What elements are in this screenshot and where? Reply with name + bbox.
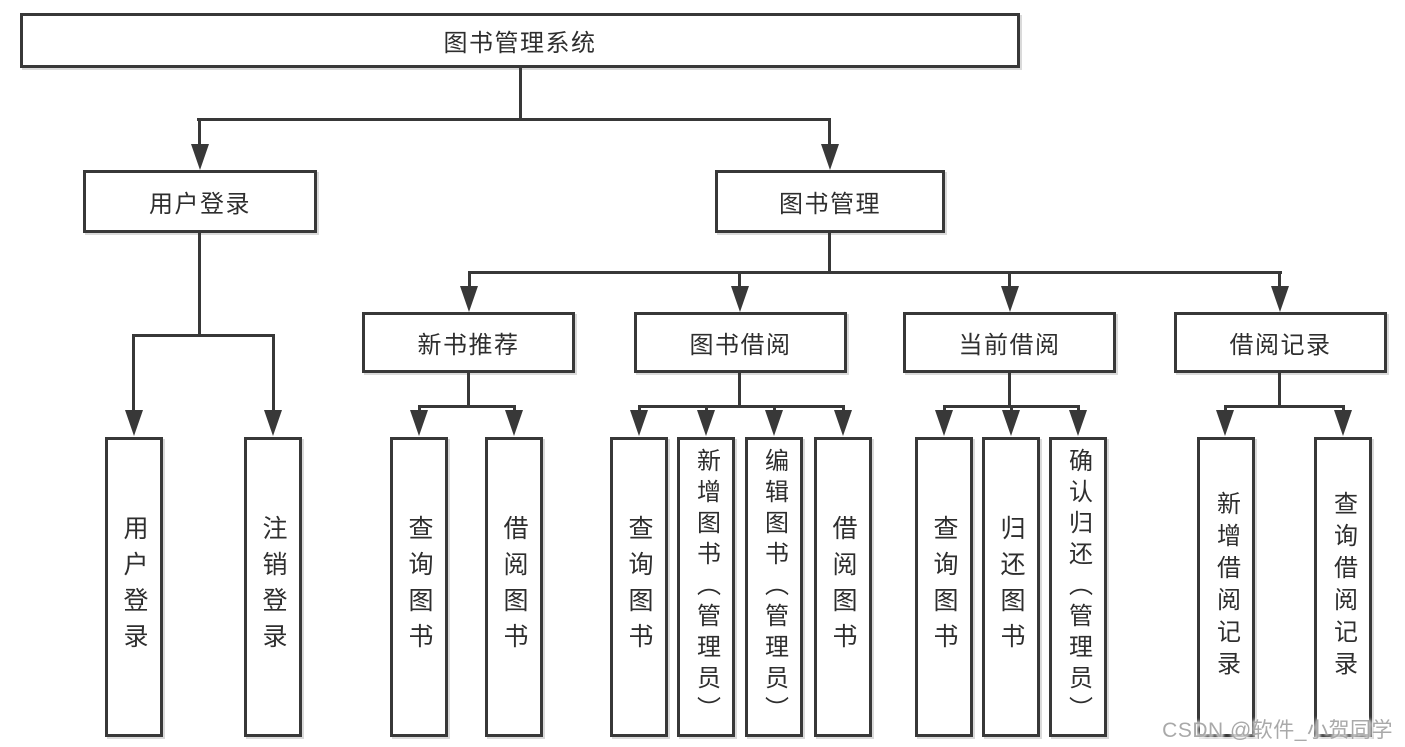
drop-to-book-borrowing (738, 274, 741, 287)
leaf-logout: 注销登录 (244, 437, 302, 737)
drop-to-current-borrowing (1008, 274, 1011, 287)
leaf-label: 归还图书 (997, 515, 1025, 659)
node-current-borrowing: 当前借阅 (903, 312, 1116, 373)
leaf-label: 借阅图书 (500, 515, 528, 659)
node-new-book-recommendation: 新书推荐 (362, 312, 575, 373)
arrow-to-user-login (191, 144, 209, 170)
drop-to-borrowing-records (1278, 274, 1281, 287)
connector-stub (638, 406, 641, 412)
connector-stub (943, 406, 946, 412)
drop-to-new-book (468, 274, 471, 287)
node-label: 图书管理 (779, 191, 881, 218)
leaf-label: 查询图书 (625, 515, 653, 659)
connector-stub (418, 406, 421, 412)
arrow-to-leaf (935, 410, 953, 436)
book-borrowing-rail-line (638, 405, 845, 408)
node-label: 新书推荐 (417, 332, 520, 359)
borrowing-records-rail-line (1224, 405, 1345, 408)
connector-stub (1077, 406, 1080, 412)
level2-rail-line (468, 271, 1282, 274)
node-user-login: 用户登录 (83, 170, 317, 233)
arrow-to-leaf (1069, 410, 1087, 436)
leaf-query-books-current: 查询图书 (915, 437, 973, 737)
drop-to-user-login (198, 121, 201, 145)
arrow-to-leaf (410, 410, 428, 436)
leaf-add-borrow-record: 新增借阅记录 (1197, 437, 1255, 737)
user-login-rail-line (132, 334, 275, 337)
connector-stub (1224, 406, 1227, 412)
new-book-rail-line (418, 405, 516, 408)
node-label: 图书借阅 (689, 332, 792, 359)
book-management-stem-line (828, 233, 831, 273)
connector-stub (773, 406, 776, 412)
leaf-label: 查询图书 (405, 515, 433, 659)
node-borrowing-records: 借阅记录 (1174, 312, 1387, 373)
leaf-query-borrow-record: 查询借阅记录 (1314, 437, 1372, 737)
leaf-confirm-return-admin: 确认归还（管理员） (1049, 437, 1107, 737)
root-stem-line (519, 68, 522, 121)
arrow-to-borrowing-records (1271, 286, 1289, 312)
leaf-edit-books-admin: 编辑图书（管理员） (745, 437, 803, 737)
node-book-borrowing: 图书借阅 (634, 312, 847, 373)
connector-stub (842, 406, 845, 412)
node-label: 当前借阅 (958, 332, 1061, 359)
arrow-to-leaf (630, 410, 648, 436)
connector-stub (513, 406, 516, 412)
arrow-to-leaf-logout (264, 410, 282, 436)
node-label: 用户登录 (149, 191, 251, 218)
arrow-to-book-borrowing (731, 286, 749, 312)
user-login-stem-line (198, 233, 201, 336)
leaf-label: 编辑图书（管理员） (760, 447, 788, 727)
arrow-to-leaf (765, 410, 783, 436)
leaf-borrow-books: 借阅图书 (814, 437, 872, 737)
leaf-label: 新增图书（管理员） (692, 447, 720, 727)
new-book-stem-line (467, 373, 470, 407)
arrow-to-leaf (834, 410, 852, 436)
borrowing-records-stem-line (1278, 373, 1281, 407)
leaf-label: 注销登录 (259, 515, 287, 659)
arrow-to-leaf (1002, 410, 1020, 436)
drop-to-leaf-user-login (132, 337, 135, 412)
leaf-user-login: 用户登录 (105, 437, 163, 737)
arrow-to-leaf (505, 410, 523, 436)
leaf-label: 查询图书 (930, 515, 958, 659)
leaf-return-books: 归还图书 (982, 437, 1040, 737)
leaf-label: 用户登录 (120, 515, 148, 659)
leaf-label: 借阅图书 (829, 515, 857, 659)
node-label: 图书管理系统 (443, 30, 597, 57)
node-library-management-system: 图书管理系统 (20, 13, 1020, 68)
leaf-add-books-admin: 新增图书（管理员） (677, 437, 735, 737)
arrow-to-leaf (1216, 410, 1234, 436)
level1-rail-line (197, 118, 831, 121)
arrow-to-leaf (697, 410, 715, 436)
current-borrowing-stem-line (1008, 373, 1011, 407)
watermark-csdn: CSDN @软件_小贺同学 (1162, 719, 1393, 742)
drop-to-book-management (828, 121, 831, 145)
arrow-to-new-book (460, 286, 478, 312)
arrow-to-leaf (1334, 410, 1352, 436)
leaf-query-books-recommend: 查询图书 (390, 437, 448, 737)
leaf-label: 查询借阅记录 (1329, 491, 1357, 683)
node-book-management: 图书管理 (715, 170, 945, 233)
drop-to-leaf-logout (272, 337, 275, 412)
connector-stub (705, 406, 708, 412)
leaf-query-books-borrow: 查询图书 (610, 437, 668, 737)
connector-stub (1010, 406, 1013, 412)
arrow-to-leaf-user-login (125, 410, 143, 436)
connector-stub (1342, 406, 1345, 412)
node-label: 借阅记录 (1229, 332, 1332, 359)
leaf-label: 新增借阅记录 (1212, 491, 1240, 683)
book-borrowing-stem-line (738, 373, 741, 407)
arrow-to-book-management (821, 144, 839, 170)
arrow-to-current-borrowing (1001, 286, 1019, 312)
leaf-borrow-books-recommend: 借阅图书 (485, 437, 543, 737)
leaf-label: 确认归还（管理员） (1064, 447, 1092, 727)
